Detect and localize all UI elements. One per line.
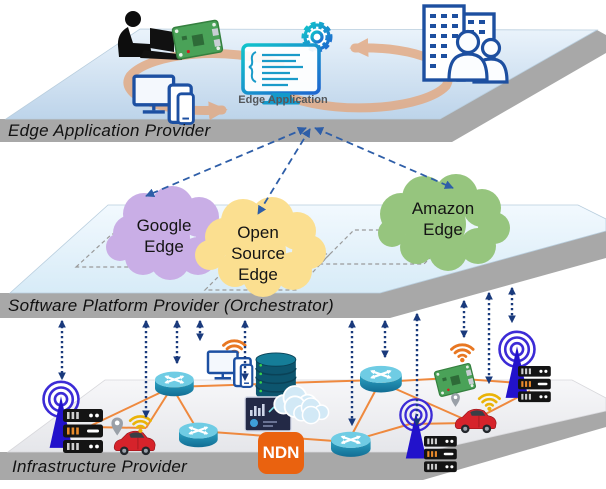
edge-application-label: Edge Application (238, 94, 328, 106)
top-band-label: Edge Application Provider (8, 121, 211, 140)
developer-at-laptop-icon (117, 11, 182, 60)
wifi-icon-raspberry-pi (450, 343, 475, 364)
amazon-edge-label: Amazon Edge (411, 199, 475, 239)
orchestration-dashed-arrows (145, 127, 454, 215)
google-edge-label: Google Edge (136, 216, 192, 256)
server-stack-icon-left (63, 409, 103, 453)
infrastructure-dotted-arrows (58, 286, 516, 427)
enterprise-building-users-icon (422, 4, 509, 84)
middle-platform-band (0, 231, 606, 318)
open-source-edge-cloud (195, 197, 326, 297)
router-icon-4 (331, 432, 371, 457)
router-icon-1 (155, 372, 194, 397)
ndn-box (258, 432, 304, 474)
router-icon-3 (360, 366, 402, 393)
router-icon-2 (179, 423, 218, 448)
raspberry-pi-icon (171, 19, 224, 61)
top-platform-band (0, 30, 606, 142)
server-stack-icon-middle (424, 436, 457, 473)
server-stack-icon-right (518, 366, 551, 403)
edge-application-monitor-gear-icon (241, 21, 333, 105)
bottom-band-label: Infrastructure Provider (12, 457, 188, 476)
google-edge-cloud (106, 186, 230, 280)
amazon-edge-cloud (378, 174, 510, 271)
middle-band-label: Software Platform Provider (Orchestrator… (8, 296, 334, 315)
ndn-label: NDN (262, 443, 300, 462)
open-source-edge-label: Open Source Edge (231, 223, 285, 284)
